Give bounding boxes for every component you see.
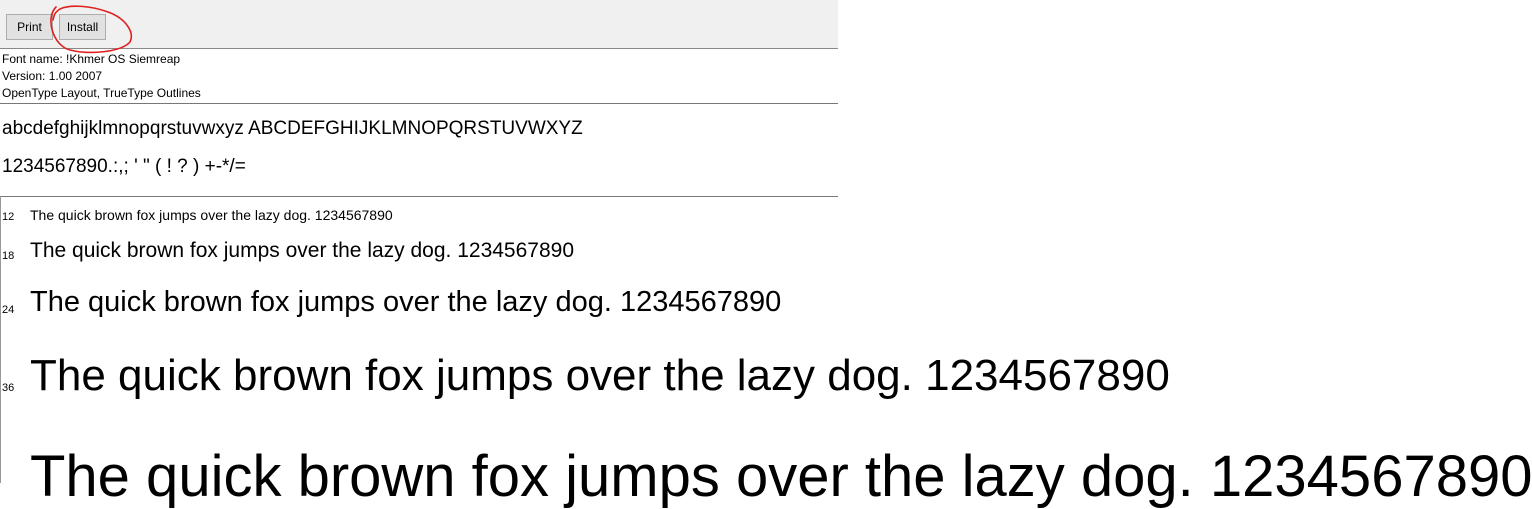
charset-digits: 1234567890.:,; ' " ( ! ? ) +-*/=: [2, 156, 246, 177]
sample-text: The quick brown fox jumps over the lazy …: [30, 351, 1170, 400]
install-button[interactable]: Install: [59, 14, 106, 40]
size-label: 18: [2, 250, 15, 262]
font-name: Font name: !Khmer OS Siemreap: [2, 52, 181, 66]
left-rule: [0, 196, 1, 483]
font-format: OpenType Layout, TrueType Outlines: [2, 86, 201, 100]
size-label: 12: [2, 211, 15, 223]
font-version: Version: 1.00 2007: [2, 69, 103, 83]
size-label: 36: [2, 382, 15, 394]
divider: [0, 196, 838, 197]
print-button[interactable]: Print: [6, 14, 53, 40]
size-label: 24: [2, 304, 15, 316]
sample-text: The quick brown fox jumps over the lazy …: [30, 207, 393, 223]
sample-text: The quick brown fox jumps over the lazy …: [30, 444, 1532, 509]
font-info: Font name: !Khmer OS Siemreap Version: 1…: [2, 51, 201, 102]
sample-text: The quick brown fox jumps over the lazy …: [30, 239, 575, 262]
charset-letters: abcdefghijklmnopqrstuvwxyz ABCDEFGHIJKLM…: [2, 118, 583, 139]
sample-text: The quick brown fox jumps over the lazy …: [30, 286, 782, 318]
divider: [0, 103, 838, 104]
toolbar: Print Install: [0, 0, 838, 54]
